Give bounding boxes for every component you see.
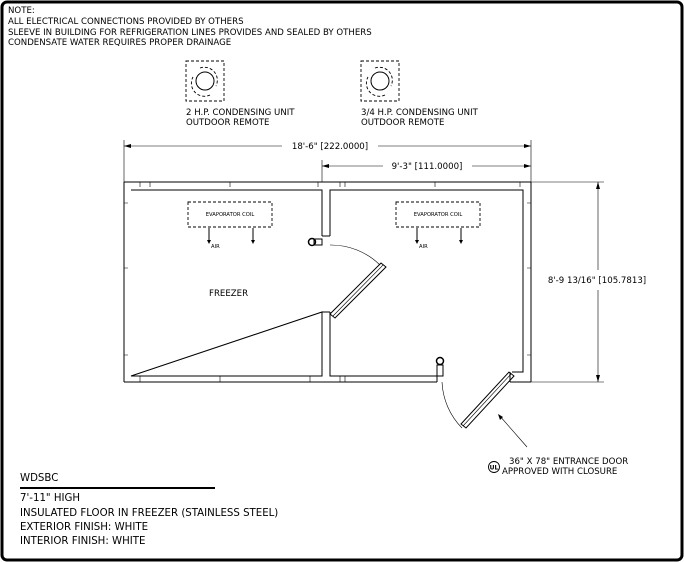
entrance-door[interactable] bbox=[435, 356, 515, 429]
condensing-unit-2-label: 3/4 H.P. CONDENSING UNIT bbox=[361, 108, 479, 118]
model-label: WDSBC bbox=[20, 473, 58, 484]
depth-dimension bbox=[531, 181, 604, 383]
ul-logo-icon: UL bbox=[488, 461, 500, 473]
cooler-width-label: 9'-3" [111.0000] bbox=[392, 162, 463, 172]
spec-line: 7'-11" HIGH bbox=[20, 493, 80, 504]
cooler-air-label: AIR bbox=[419, 244, 428, 250]
note-line: ALL ELECTRICAL CONNECTIONS PROVIDED BY O… bbox=[8, 17, 244, 27]
freezer-door[interactable] bbox=[307, 237, 387, 319]
air-arrow-icon bbox=[208, 228, 254, 242]
spec-line: INTERIOR FINISH: WHITE bbox=[20, 536, 145, 547]
note-line: SLEEVE IN BUILDING FOR REFRIGERATION LIN… bbox=[8, 28, 372, 38]
freezer-label: FREEZER bbox=[209, 289, 248, 299]
note-title: NOTE: bbox=[8, 6, 35, 16]
cooler-width-dimension bbox=[321, 160, 531, 182]
condensing-unit-2-icon bbox=[360, 60, 400, 102]
freezer-evaporator-coil bbox=[187, 201, 273, 228]
freezer-evaporator-label: EVAPORATOR COIL bbox=[206, 212, 255, 218]
cooler-evaporator-label: EVAPORATOR COIL bbox=[414, 212, 463, 218]
depth-label: 8'-9 13/16" [105.7813] bbox=[548, 276, 646, 286]
spec-line: EXTERIOR FINISH: WHITE bbox=[20, 522, 148, 533]
note-line: CONDENSATE WATER REQUIRES PROPER DRAINAG… bbox=[8, 38, 231, 48]
overall-width-dimension bbox=[123, 140, 532, 182]
condensing-unit-2-sublabel: OUTDOOR REMOTE bbox=[361, 118, 444, 128]
condensing-unit-1-sublabel: OUTDOOR REMOTE bbox=[186, 118, 269, 128]
entrance-door-sublabel: APPROVED WITH CLOSURE bbox=[502, 467, 617, 477]
leader-arrowhead-icon bbox=[498, 414, 503, 420]
air-arrow-icon bbox=[416, 228, 462, 242]
door-leader-arrow bbox=[498, 414, 528, 448]
entrance-door-label: 36" X 78" ENTRANCE DOOR bbox=[509, 457, 628, 467]
spec-line: INSULATED FLOOR IN FREEZER (STAINLESS ST… bbox=[20, 508, 278, 519]
freezer-air-label: AIR bbox=[211, 244, 220, 250]
walk-in-walls bbox=[123, 181, 532, 383]
overall-width-label: 18'-6" [222.0000] bbox=[292, 142, 368, 152]
cooler-evaporator-coil bbox=[395, 201, 481, 228]
svg-text:UL: UL bbox=[490, 465, 499, 472]
condensing-unit-1-label: 2 H.P. CONDENSING UNIT bbox=[186, 108, 295, 118]
condensing-unit-1-icon bbox=[185, 60, 225, 102]
